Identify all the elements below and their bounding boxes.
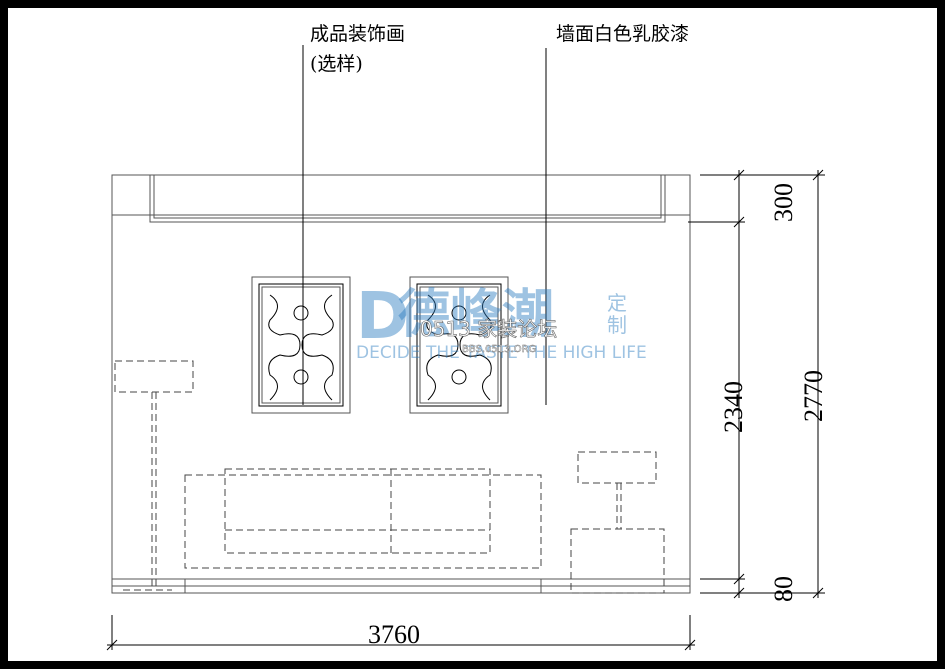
svg-text:德峰潮: 德峰潮 — [398, 285, 554, 345]
sofa — [184, 468, 542, 593]
dim-total-height: 2770 — [799, 370, 828, 422]
drawing-sheet — [8, 8, 937, 661]
dim-wall-height: 2340 — [719, 381, 748, 433]
floor-lamp — [114, 360, 194, 591]
painting-label-note: (选样) — [310, 53, 363, 75]
svg-text:DECIDE THE TASTE THE HIGH LIFE: DECIDE THE TASTE THE HIGH LIFE — [356, 343, 647, 363]
painting-label: 成品装饰画 — [310, 23, 405, 45]
watermark-logo: D 德峰潮 定 制 DECIDE THE TASTE THE HIGH LIFE… — [356, 280, 647, 363]
decorative-painting-right — [409, 276, 509, 414]
svg-text:制: 制 — [607, 313, 627, 337]
dim-base: 80 — [769, 576, 798, 602]
svg-text:0513 家装论坛: 0513 家装论坛 — [420, 317, 557, 341]
decorative-painting-left — [251, 276, 351, 414]
dim-width: 3760 — [368, 620, 420, 649]
svg-text:D: D — [356, 280, 409, 354]
svg-text:BBS.0513.ORG: BBS.0513.ORG — [462, 344, 536, 355]
side-cabinet — [570, 528, 665, 594]
horizontal-dimension — [106, 615, 696, 651]
vertical-dimensions — [688, 169, 825, 599]
wall-finish-label: 墙面白色乳胶漆 — [556, 23, 689, 45]
baseboard — [112, 578, 690, 587]
ceiling-molding — [112, 174, 690, 223]
svg-text:定: 定 — [607, 291, 627, 315]
table-lamp — [577, 451, 657, 529]
dim-top-band: 300 — [769, 183, 798, 222]
